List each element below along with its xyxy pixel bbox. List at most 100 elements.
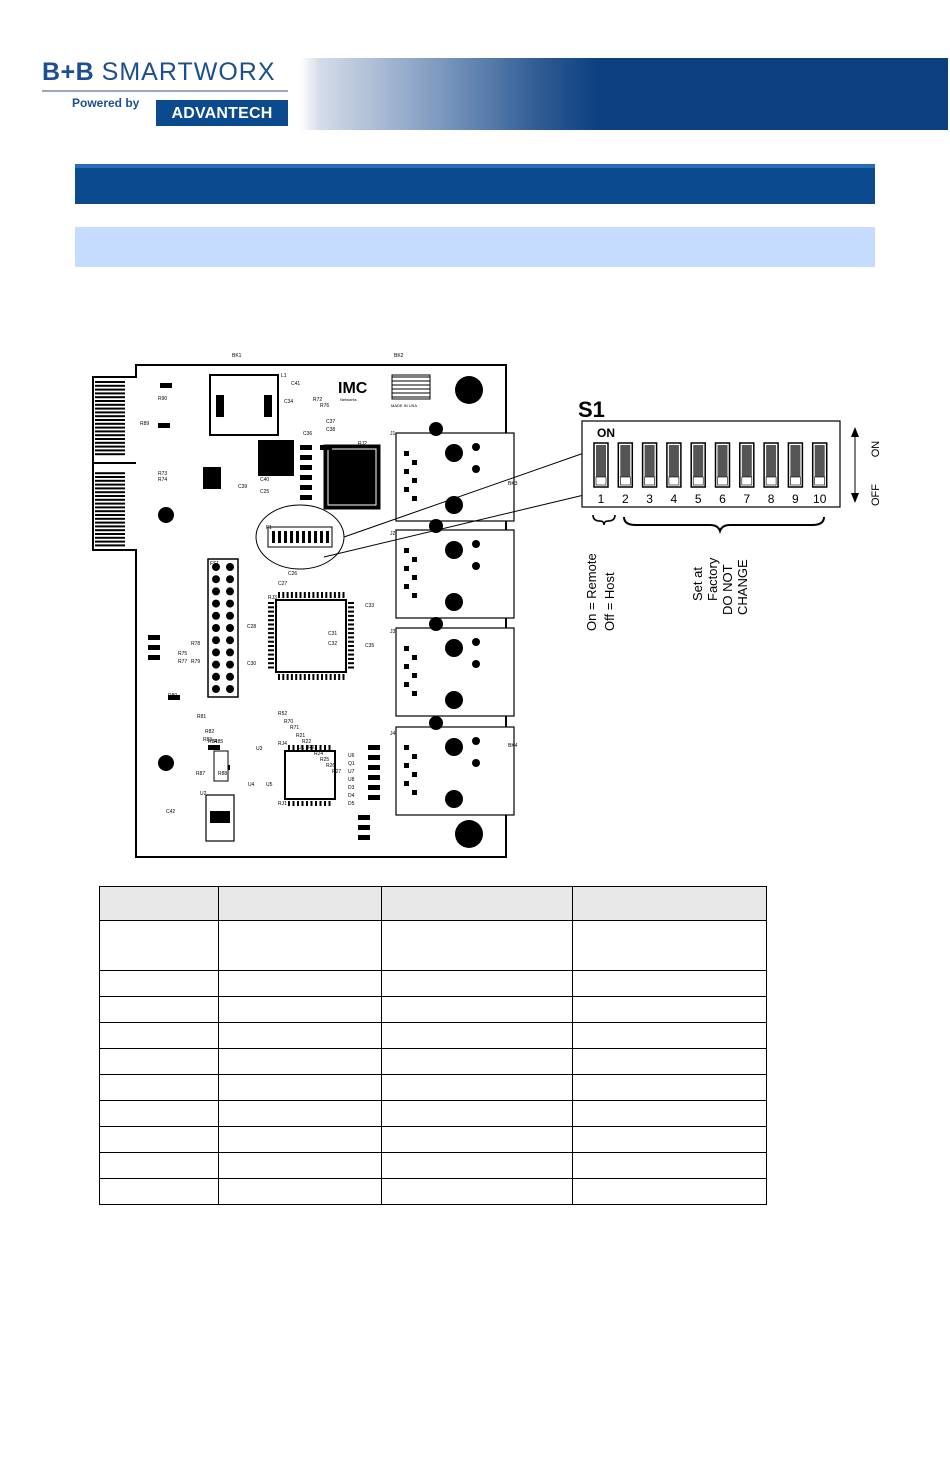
table-cell xyxy=(381,1100,573,1127)
board-label: J4 xyxy=(390,731,396,737)
smd-component xyxy=(160,383,172,388)
table-cell xyxy=(381,996,573,1023)
chip-pin xyxy=(315,745,317,750)
board-label: R82 xyxy=(205,729,214,735)
jack-pin xyxy=(412,691,417,696)
table-cell xyxy=(571,1152,768,1179)
dip-switch-number: 5 xyxy=(695,492,702,506)
edge-finger xyxy=(95,533,125,535)
board-label: Q1 xyxy=(348,761,355,767)
jack-pin xyxy=(412,460,417,465)
table-header-cell xyxy=(571,886,768,921)
edge-finger xyxy=(95,388,125,391)
chip-pin xyxy=(292,801,295,806)
table-row xyxy=(98,1152,768,1179)
board-label: C36 xyxy=(303,431,312,437)
smd-component xyxy=(300,445,312,450)
header-pin xyxy=(226,672,234,681)
board-label: F1 xyxy=(266,525,272,531)
board-label: RJ3 xyxy=(268,595,277,601)
dip-lever xyxy=(790,445,801,477)
chip-pin xyxy=(303,674,306,680)
dip-switch-number: 7 xyxy=(743,492,750,506)
header-pin xyxy=(226,563,234,571)
mount-hole xyxy=(429,422,443,436)
board-label: C28 xyxy=(247,624,256,630)
smd-component xyxy=(300,495,312,500)
table-cell xyxy=(98,1022,220,1049)
chip-pin xyxy=(329,592,332,598)
board-label: C40 xyxy=(260,477,269,483)
dip-switch-number: 2 xyxy=(622,492,629,506)
chip-pin xyxy=(348,657,354,660)
smd-component xyxy=(368,755,380,760)
smd-component xyxy=(368,765,380,770)
edge-finger xyxy=(95,506,125,509)
regulator-body xyxy=(210,811,230,823)
jack-led xyxy=(445,593,463,611)
chip-pin xyxy=(299,674,302,680)
s1-title: S1 xyxy=(578,397,605,422)
jack-pin xyxy=(404,451,409,456)
table-row xyxy=(98,1048,768,1075)
chip-pin xyxy=(338,674,341,680)
table-cell xyxy=(381,920,573,971)
chip-pin xyxy=(290,674,293,680)
section-heading-bar xyxy=(75,164,875,204)
chip-pin xyxy=(268,602,274,604)
jack-led xyxy=(445,541,463,559)
edge-finger xyxy=(95,381,125,383)
logo-smartworx: SMARTWORX xyxy=(101,58,276,86)
table-cell xyxy=(218,1100,383,1127)
s1-board-lever xyxy=(326,531,329,543)
board-label: C33 xyxy=(365,603,374,609)
dip-switch-number: 8 xyxy=(768,492,775,506)
board-label: R84 xyxy=(208,739,217,745)
board-label: D4 xyxy=(348,793,355,799)
chip-pin xyxy=(348,662,354,665)
dip-lever xyxy=(766,445,777,477)
table-cell xyxy=(571,970,768,997)
chip-pin xyxy=(312,674,315,680)
ic-chip-inner xyxy=(327,448,377,506)
chip-pin xyxy=(316,674,319,680)
header-pin xyxy=(212,599,220,608)
table-cell xyxy=(571,920,768,971)
board-label: R70 xyxy=(284,719,293,725)
smd-component xyxy=(358,815,370,820)
header-pin xyxy=(226,624,234,632)
bb-smartworx-logo: B+B SMARTWORX xyxy=(42,58,276,87)
s1-board-lever xyxy=(320,531,323,543)
smd-component xyxy=(358,825,370,830)
board-label: R88 xyxy=(218,771,227,777)
board-label: R73 xyxy=(158,471,167,477)
board-label: U6 xyxy=(348,753,355,759)
header-pin xyxy=(212,611,220,620)
table-cell xyxy=(381,1074,573,1101)
dip-switch-number: 10 xyxy=(813,492,827,506)
chip-pin xyxy=(268,666,274,669)
transformer-pad xyxy=(216,395,224,417)
board-label: D5 xyxy=(348,801,355,807)
table-row xyxy=(98,996,768,1023)
jack-hole xyxy=(472,562,480,570)
dip-lever xyxy=(693,445,704,477)
legend-on-remote: On = Remote xyxy=(584,553,599,631)
table-cell xyxy=(98,970,220,997)
dip-on-label: ON xyxy=(597,426,615,440)
edge-finger xyxy=(95,521,125,524)
board-label: U4 xyxy=(248,782,255,788)
edge-finger xyxy=(95,514,125,516)
jack-pin xyxy=(412,496,417,501)
board-label: R25 xyxy=(320,757,329,763)
smd-component xyxy=(300,485,312,490)
chip-pin xyxy=(348,606,354,609)
smd-component xyxy=(148,655,160,660)
edge-finger xyxy=(95,419,125,421)
board-label: U3 xyxy=(256,746,263,752)
chip-pin xyxy=(268,606,274,609)
chip-pin xyxy=(328,745,331,750)
jack-pin xyxy=(412,575,417,580)
arrow-down-icon xyxy=(851,493,859,503)
